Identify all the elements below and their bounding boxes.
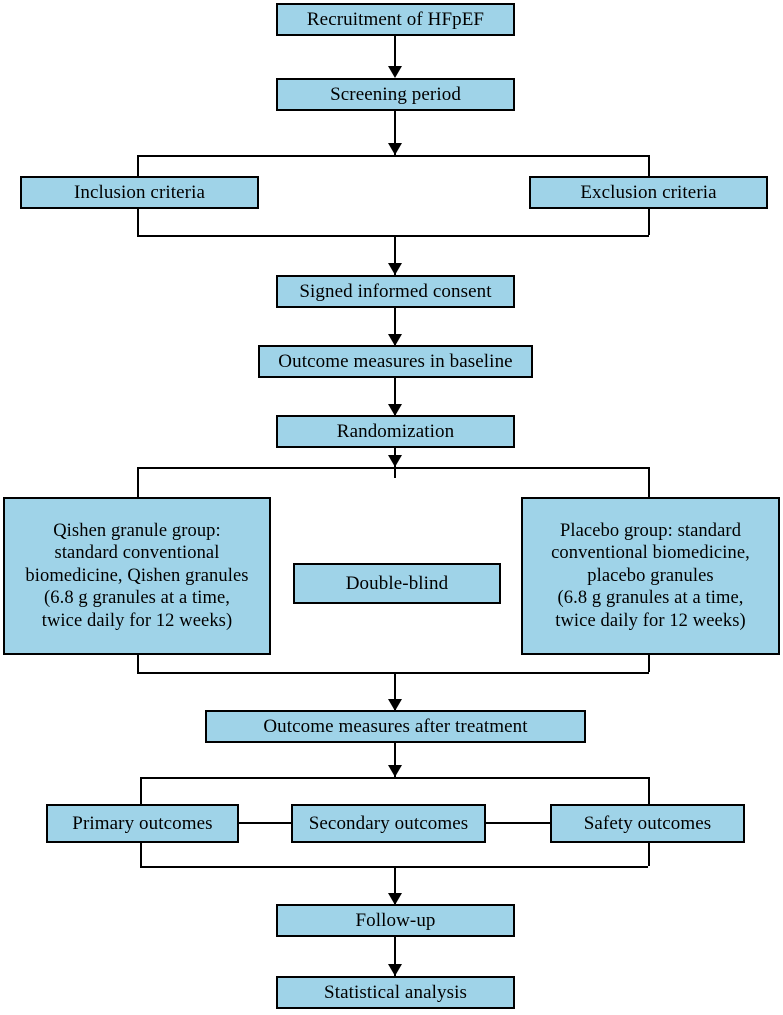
connector-groups-to-after-treatment xyxy=(394,672,396,712)
node-signed-informed-consent: Signed informed consent xyxy=(276,275,515,308)
arrowhead-after-treatment xyxy=(388,699,402,711)
connector-consent-to-baseline xyxy=(394,308,396,346)
node-double-blind: Double-blind xyxy=(293,563,501,604)
node-randomization: Randomization xyxy=(276,415,515,448)
arrowhead-groups xyxy=(388,455,402,467)
node-screening: Screening period xyxy=(276,78,515,111)
bracket-groups-top xyxy=(137,467,649,469)
node-statistical-analysis: Statistical analysis xyxy=(276,976,515,1009)
bracket-criteria-top xyxy=(137,155,649,157)
node-qishen-granule-group: Qishen granule group: standard conventio… xyxy=(3,497,271,655)
bracket-groups-bottom xyxy=(137,672,649,674)
connector-screening-to-criteria xyxy=(394,111,396,155)
node-follow-up: Follow-up xyxy=(276,904,515,937)
node-placebo-group: Placebo group: standard conventional bio… xyxy=(521,497,780,655)
arrowhead-follow-up xyxy=(388,893,402,905)
arrowhead-randomization xyxy=(388,404,402,416)
arrowhead-consent xyxy=(388,263,402,275)
connector-recruitment-to-screening xyxy=(394,36,396,70)
connector-criteria-to-consent xyxy=(394,235,396,275)
node-outcome-measures-after-treatment: Outcome measures after treatment xyxy=(205,710,586,743)
node-primary-outcomes: Primary outcomes xyxy=(46,804,239,843)
node-safety-outcomes: Safety outcomes xyxy=(550,804,745,843)
connector-baseline-to-randomization xyxy=(394,378,396,416)
arrowhead-outcomes xyxy=(388,765,402,777)
bracket-criteria-bottom xyxy=(137,235,649,237)
node-recruitment: Recruitment of HFpEF xyxy=(276,3,515,36)
arrowhead-screening xyxy=(388,66,402,78)
arrowhead-criteria xyxy=(388,143,402,155)
node-inclusion-criteria: Inclusion criteria xyxy=(20,176,259,209)
connector-after-treatment-to-outcomes xyxy=(394,743,396,779)
connector-outcomes-to-follow-up xyxy=(394,866,396,904)
node-secondary-outcomes: Secondary outcomes xyxy=(291,804,486,843)
bracket-outcomes-top xyxy=(140,777,648,779)
connector-secondary-to-safety xyxy=(484,822,552,824)
connector-primary-to-secondary xyxy=(238,822,294,824)
node-outcome-measures-baseline: Outcome measures in baseline xyxy=(258,345,533,378)
connector-follow-up-to-statistical-analysis xyxy=(394,937,396,976)
node-exclusion-criteria: Exclusion criteria xyxy=(529,176,768,209)
arrowhead-statistical-analysis xyxy=(388,964,402,976)
arrowhead-baseline xyxy=(388,334,402,346)
